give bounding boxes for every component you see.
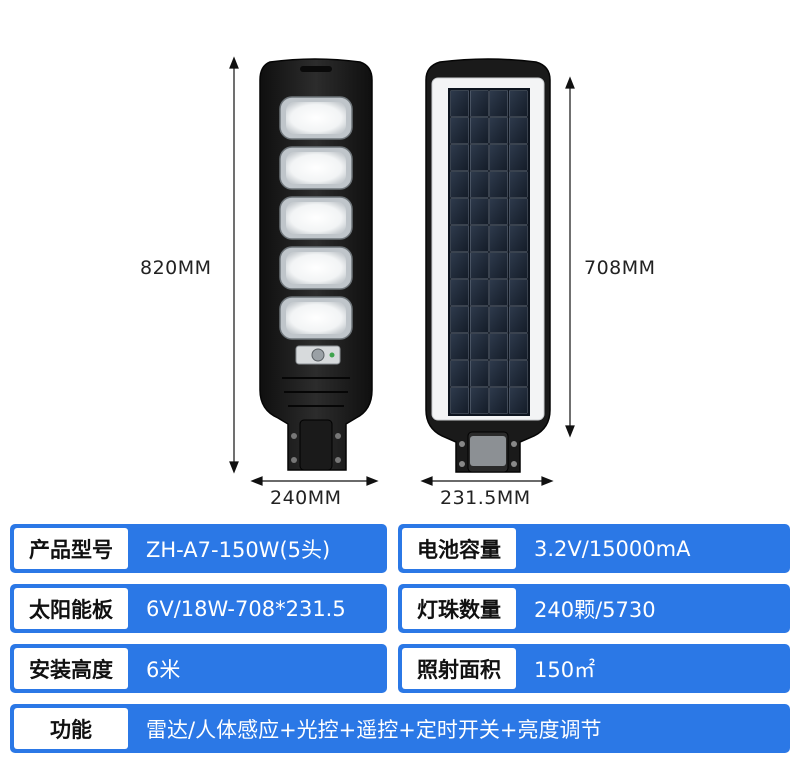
solar-cell: [450, 252, 469, 279]
solar-cell: [470, 144, 489, 171]
lamp-back-view: [425, 58, 551, 473]
solar-cell: [470, 279, 489, 306]
solar-cell: [489, 117, 508, 144]
solar-cell: [470, 306, 489, 333]
led-module: [279, 146, 353, 190]
solar-cell: [489, 171, 508, 198]
spec-row: 太阳能板 6V/18W-708*231.5 灯珠数量 240颗/5730: [10, 584, 790, 633]
solar-cell: [509, 198, 528, 225]
spec-cell-battery: 电池容量 3.2V/15000mA: [398, 524, 790, 573]
back-height-label: 708MM: [584, 257, 656, 279]
solar-cell: [489, 333, 508, 360]
solar-cell: [489, 279, 508, 306]
solar-cell: [470, 198, 489, 225]
front-height-label: 820MM: [140, 257, 212, 279]
solar-cell: [470, 252, 489, 279]
solar-cell: [509, 144, 528, 171]
spec-cell-model: 产品型号 ZH-A7-150W(5头): [10, 524, 387, 573]
spec-cell-coverage-area: 照射面积 150㎡: [398, 644, 790, 693]
spec-cell-solar-panel: 太阳能板 6V/18W-708*231.5: [10, 584, 387, 633]
product-drawing: [229, 56, 575, 486]
led-module: [279, 196, 353, 240]
solar-cell: [470, 387, 489, 414]
solar-cell: [509, 171, 528, 198]
spec-value: 150㎡: [534, 657, 596, 682]
solar-cell: [450, 387, 469, 414]
front-height-line: [229, 56, 239, 474]
spec-value: ZH-A7-150W(5头): [146, 537, 331, 562]
spec-label: 照射面积: [402, 648, 516, 689]
solar-cell: [450, 117, 469, 144]
solar-cell: [489, 387, 508, 414]
solar-cell: [470, 90, 489, 117]
solar-cell: [470, 333, 489, 360]
front-width-label: 240MM: [270, 487, 342, 509]
spec-value: 6V/18W-708*231.5: [146, 596, 346, 621]
led-module: [279, 96, 353, 140]
spec-label: 功能: [14, 708, 128, 749]
spec-label: 电池容量: [402, 528, 516, 569]
spec-cell-led-count: 灯珠数量 240颗/5730: [398, 584, 790, 633]
spec-cell-install-height: 安装高度 6米: [10, 644, 387, 693]
solar-cell: [509, 225, 528, 252]
solar-cell: [509, 306, 528, 333]
solar-cell: [489, 252, 508, 279]
product-illustration: 820MM 708MM 240MM 231.5MM: [140, 56, 656, 509]
solar-cell: [489, 306, 508, 333]
solar-cell: [450, 90, 469, 117]
solar-cell: [450, 171, 469, 198]
led-module: [279, 246, 353, 290]
solar-cell: [450, 360, 469, 387]
led-module: [279, 296, 353, 340]
spec-value: 雷达/人体感应+光控+遥控+定时开关+亮度调节: [146, 717, 602, 742]
solar-cell: [489, 198, 508, 225]
solar-cell: [450, 198, 469, 225]
solar-cell: [470, 360, 489, 387]
solar-cell: [509, 360, 528, 387]
spec-label: 灯珠数量: [402, 588, 516, 629]
solar-cell: [450, 225, 469, 252]
solar-cell: [489, 144, 508, 171]
solar-cell: [450, 279, 469, 306]
spec-row: 功能 雷达/人体感应+光控+遥控+定时开关+亮度调节: [10, 704, 790, 753]
back-width-line: [420, 476, 554, 486]
back-height-line: [565, 76, 575, 438]
front-width-line: [250, 476, 379, 486]
spec-label: 安装高度: [14, 648, 128, 689]
spec-label: 太阳能板: [14, 588, 128, 629]
solar-cell: [489, 225, 508, 252]
solar-panel: [448, 88, 530, 416]
sensor-panel: [295, 345, 341, 365]
solar-cell: [450, 144, 469, 171]
solar-cell: [509, 333, 528, 360]
spec-table: 产品型号 ZH-A7-150W(5头) 电池容量 3.2V/15000mA 太阳…: [10, 524, 790, 754]
spec-value: 3.2V/15000mA: [534, 536, 691, 561]
spec-row: 产品型号 ZH-A7-150W(5头) 电池容量 3.2V/15000mA: [10, 524, 790, 573]
solar-cell: [509, 117, 528, 144]
solar-cell: [509, 279, 528, 306]
spec-row: 安装高度 6米 照射面积 150㎡: [10, 644, 790, 693]
solar-cell: [509, 387, 528, 414]
spec-label: 产品型号: [14, 528, 128, 569]
spec-value: 240颗/5730: [534, 597, 656, 622]
solar-cell: [489, 90, 508, 117]
solar-cell: [509, 252, 528, 279]
back-width-label: 231.5MM: [440, 487, 531, 509]
lamp-front-view: [259, 58, 373, 471]
solar-cell: [509, 90, 528, 117]
solar-cell: [470, 225, 489, 252]
solar-cell: [470, 171, 489, 198]
solar-cell: [450, 333, 469, 360]
spec-cell-functions: 功能 雷达/人体感应+光控+遥控+定时开关+亮度调节: [10, 704, 790, 753]
solar-cell: [450, 306, 469, 333]
spec-value: 6米: [146, 657, 181, 682]
solar-cell: [489, 360, 508, 387]
solar-cell: [470, 117, 489, 144]
